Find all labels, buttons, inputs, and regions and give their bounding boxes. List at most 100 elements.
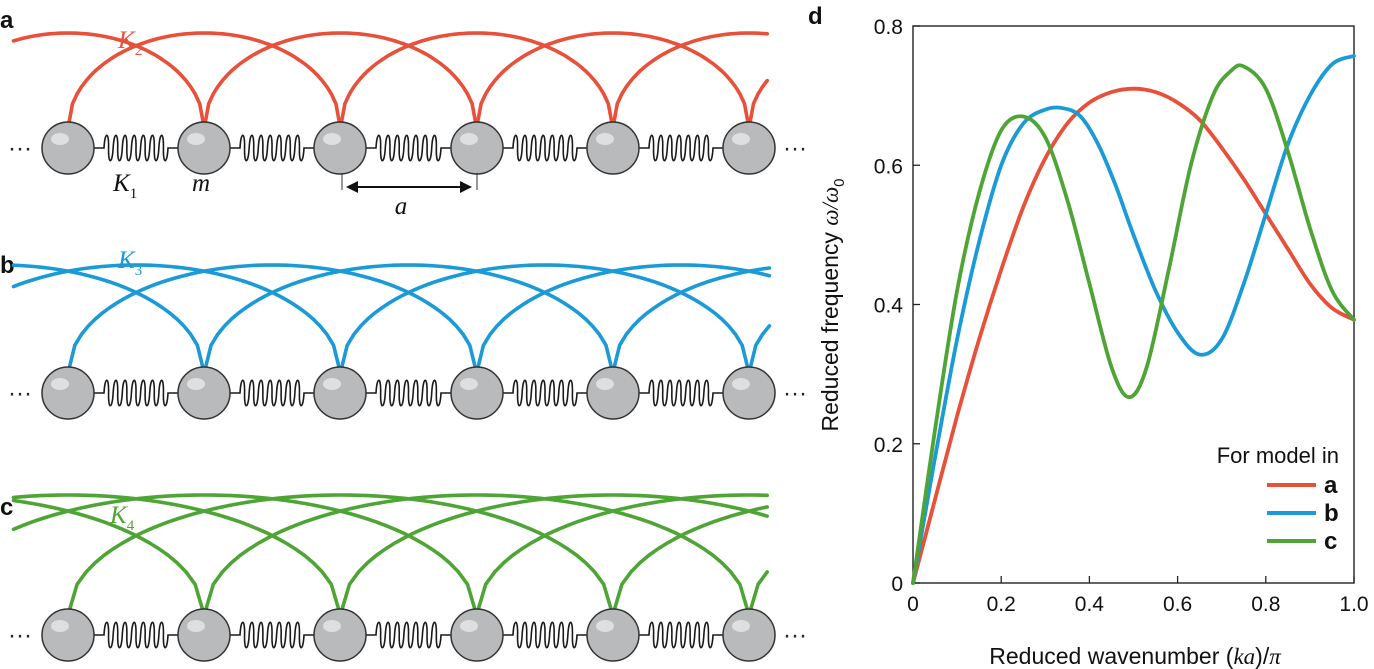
mass-highlight [460, 133, 478, 145]
mass-c-3 [313, 608, 367, 662]
mass-highlight [460, 378, 478, 390]
spring [503, 379, 587, 407]
mass-b-6 [722, 366, 776, 420]
panel-letter-b: b [0, 252, 15, 279]
mass-highlight [323, 378, 341, 390]
y-tick-label: 0.4 [874, 295, 904, 318]
mass-highlight [323, 620, 341, 632]
k-label-c: K4 [109, 502, 135, 534]
mass-a-1 [41, 121, 95, 175]
mass-highlight [51, 620, 69, 632]
panel-letter-a: a [0, 7, 14, 34]
chart-lines [911, 54, 1356, 585]
coupling-arc [66, 31, 343, 130]
coupling-arc [338, 263, 751, 375]
spring [366, 379, 451, 407]
mass-a-3 [313, 121, 367, 175]
coupling-arc [611, 266, 772, 375]
ellipsis-right: ··· [783, 622, 807, 649]
chain-c: c K4 ··· ··· [0, 493, 807, 662]
ellipsis-left: ··· [8, 380, 32, 407]
mass-b-3 [313, 366, 367, 420]
mass-highlight [187, 133, 205, 145]
ellipsis-right: ··· [783, 135, 807, 162]
mass-highlight [187, 378, 205, 390]
mass-a-6 [722, 121, 776, 175]
mass-a-5 [586, 121, 640, 175]
y-tick-label: 0.8 [874, 16, 903, 39]
coupling-arc [202, 493, 751, 617]
coupling-arc [202, 263, 615, 375]
coupling-arc [747, 324, 772, 375]
y-tick-label: 0 [891, 573, 903, 596]
x-tick-label: 0.2 [987, 593, 1016, 616]
coupling-arc [11, 493, 479, 617]
coupling-arc [11, 498, 206, 617]
mass-b-1 [41, 366, 95, 420]
mass-highlight [732, 378, 750, 390]
spacing-label: a [395, 193, 408, 220]
coupling-arc [338, 31, 615, 130]
spring [639, 621, 723, 649]
coupling-arc [747, 78, 769, 130]
mass-c-5 [586, 608, 640, 662]
plot-area [912, 25, 1355, 584]
mass-highlight [732, 620, 750, 632]
y-tick-label: 0.6 [874, 155, 903, 178]
mass-c-6 [722, 608, 776, 662]
chain-b: b K3 ··· ··· [0, 247, 807, 420]
series-line-a [911, 86, 1356, 585]
coupling-arc [11, 263, 343, 375]
mass-b-4 [450, 366, 504, 420]
mass-c-4 [450, 608, 504, 662]
coupling-arc [66, 493, 615, 617]
spring [230, 379, 314, 407]
coupling-arcs-a [11, 31, 769, 130]
coupling-arc [202, 31, 479, 130]
spring [503, 134, 587, 162]
chart-legend: For model in abc [1217, 443, 1339, 555]
x-tick-label: 0 [907, 593, 919, 616]
x-tick-label: 0.6 [1163, 593, 1192, 616]
mass-highlight [323, 133, 341, 145]
spring [94, 379, 178, 407]
mass-c-1 [41, 608, 95, 662]
coupling-arcs-b [11, 263, 772, 375]
mass-highlight [596, 133, 614, 145]
mass-b-2 [177, 366, 231, 420]
x-axis-label: Reduced wavenumber (ka)/π [989, 643, 1282, 669]
mass-highlight [596, 620, 614, 632]
coupling-arc [11, 31, 206, 130]
legend-key-a: a [1324, 472, 1338, 499]
coupling-arc [11, 493, 343, 617]
spring [94, 134, 178, 162]
mass-highlight [596, 378, 614, 390]
legend-title: For model in [1217, 443, 1339, 468]
spring [639, 134, 723, 162]
series-line-c [911, 63, 1356, 585]
y-axis-label: Reduced frequency ω/ω0 [817, 178, 848, 431]
mass-highlight [51, 378, 69, 390]
spacing-arrowhead-left [346, 181, 358, 193]
ellipsis-left: ··· [8, 622, 32, 649]
coupling-arcs-c [11, 493, 769, 617]
coupling-arc [747, 570, 769, 617]
legend-key-c: c [1324, 528, 1337, 555]
k1-label: K1 [112, 170, 137, 202]
mass-c-2 [177, 608, 231, 662]
spring [230, 621, 314, 649]
mass-label: m [192, 170, 210, 197]
panel-letter-d: d [808, 3, 823, 30]
spring [366, 134, 451, 162]
k-label-b: K3 [117, 247, 142, 279]
x-tick-label: 0.4 [1075, 593, 1105, 616]
coupling-arc [66, 263, 479, 375]
panel-letter-c: c [0, 494, 13, 521]
ellipsis-right: ··· [783, 380, 807, 407]
y-tick-label: 0.2 [874, 434, 903, 457]
spring [503, 621, 587, 649]
spacing-arrowhead-right [460, 181, 472, 193]
